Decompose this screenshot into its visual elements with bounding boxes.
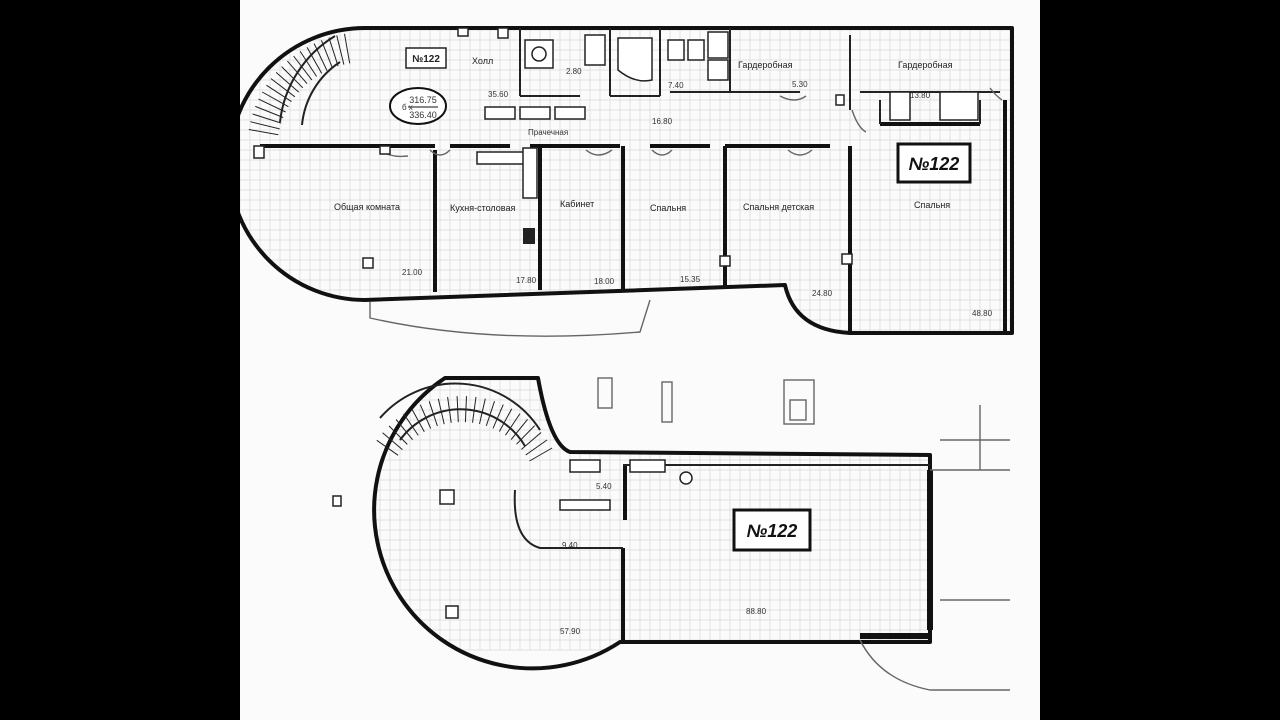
- upper-floor: №122 б х 316.75 336.40 №122 Холл 35.60 2…: [240, 26, 1014, 337]
- lower-counter-left: [569, 459, 601, 473]
- wardrobe2-area: 13.80: [910, 91, 931, 100]
- lower-main-area: 88.80: [746, 607, 767, 616]
- bathtub-icon: [617, 37, 653, 82]
- lower-floor: №122 57.90 9.40 5.40 88.80: [332, 376, 1010, 691]
- kitchen-stove-icon: [523, 228, 535, 244]
- lower-interior-walls: [332, 459, 930, 642]
- total-area-oval: [389, 87, 447, 125]
- lower-spiral-stair: [376, 382, 553, 462]
- laundry-label: Прачечная: [528, 128, 568, 137]
- area-prefix: б х: [402, 103, 413, 112]
- lower-outer-wall: [372, 376, 932, 671]
- upper-fixtures: [253, 27, 979, 269]
- master-bedroom-label: Спальня: [914, 200, 950, 210]
- bedroom-label: Спальня: [650, 203, 686, 213]
- upper-balcony-outline: [369, 299, 651, 337]
- lower-column-icon: [439, 489, 455, 505]
- lower-floor-tile-grid: [374, 378, 930, 651]
- area-total-b: 336.40: [409, 110, 437, 120]
- upper-spiral-stair: [248, 33, 351, 136]
- living-room-area: 21.00: [402, 268, 423, 277]
- shower-icon: [707, 31, 729, 59]
- lower-badge: №122: [747, 521, 798, 541]
- kitchen-label: Кухня-столовая: [450, 203, 515, 213]
- upper-outer-wall: [240, 26, 1014, 335]
- kidsroom-label: Спальня детская: [743, 202, 814, 212]
- lower-exterior-terrace: [859, 405, 1010, 691]
- study-label: Кабинет: [560, 199, 594, 209]
- stair-hall-area: 57.90: [560, 627, 581, 636]
- upper-badge-box: [896, 142, 972, 184]
- wardrobe1-area: 5.30: [792, 80, 808, 89]
- wardrobe2-label: Гардеробная: [898, 60, 953, 70]
- upper-room-labels: Холл 35.60 2.80 7.40 Гардеробная 5.30 Га…: [334, 56, 993, 318]
- wardrobe-shelf-left: [889, 91, 911, 121]
- lower-roof-items: [597, 377, 815, 425]
- lower-corridor-area: 9.40: [562, 541, 578, 550]
- laundry-counter-right: [554, 106, 586, 120]
- laundry-counter-mid: [519, 106, 551, 120]
- wardrobe-shelf-right: [939, 91, 979, 121]
- floor-plan-drawing: №122 б х 316.75 336.40 №122 Холл 35.60 2…: [240, 26, 1014, 691]
- bath-area: 7.40: [668, 81, 684, 90]
- hall-area: 35.60: [488, 90, 509, 99]
- kitchen-area: 17.80: [516, 276, 537, 285]
- master-bedroom-area: 48.80: [972, 309, 993, 318]
- lower-counter-right: [629, 459, 666, 473]
- upper-apartment-tag-box: [405, 47, 447, 69]
- floor-plan-sheet: №122 б х 316.75 336.40 №122 Холл 35.60 2…: [240, 0, 1040, 720]
- bedroom-area: 15.35: [680, 275, 701, 284]
- lower-badge-box: [732, 508, 812, 552]
- wc-area: 2.80: [566, 67, 582, 76]
- hall-label: Холл: [472, 56, 493, 66]
- wc-basin-icon: [531, 46, 547, 62]
- study-area: 18.00: [594, 277, 615, 286]
- kitchen-counter: [476, 151, 528, 165]
- floor-drain-icon: [679, 471, 693, 485]
- lower-room-labels: 57.90 9.40 5.40 88.80: [560, 482, 767, 636]
- kidsroom-area: 24.80: [812, 289, 833, 298]
- lower-small-area: 5.40: [596, 482, 612, 491]
- upper-badge: №122: [909, 154, 960, 174]
- corridor-area: 16.80: [652, 117, 673, 126]
- wardrobe1-label: Гардеробная: [738, 60, 793, 70]
- laundry-counter-left: [484, 106, 516, 120]
- upper-apartment-tag: №122: [412, 54, 440, 65]
- area-total-a: 316.75: [409, 95, 437, 105]
- upper-interior-walls: [260, 28, 1007, 333]
- living-room-label: Общая комната: [334, 202, 400, 212]
